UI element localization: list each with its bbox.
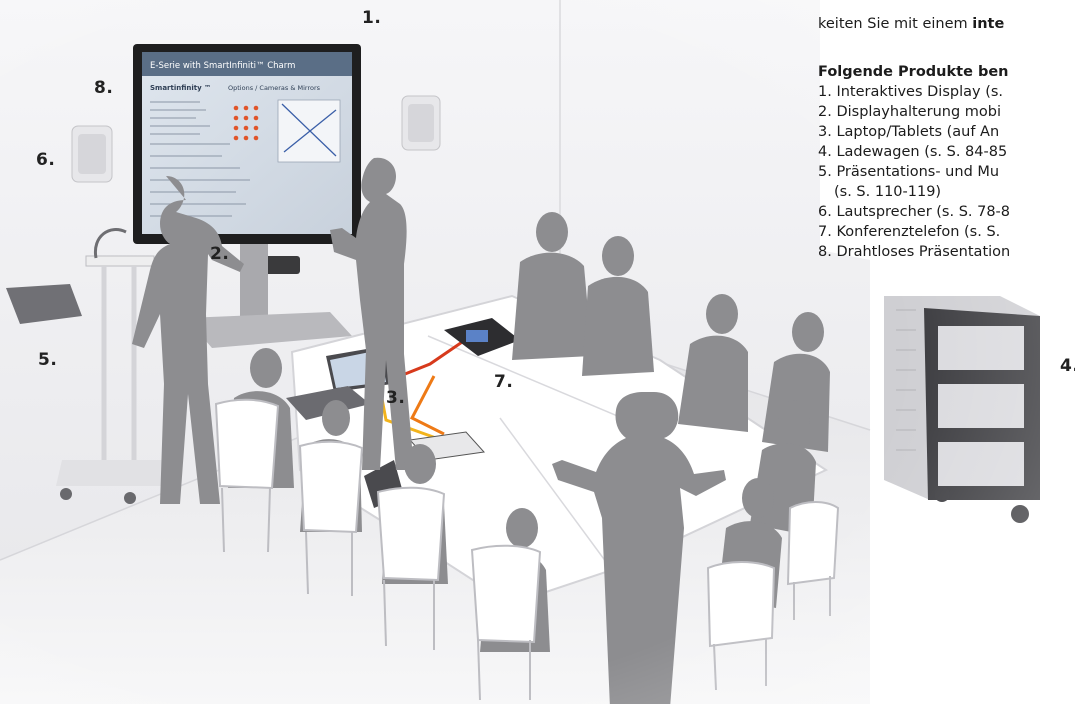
marker-5: 5.	[38, 350, 58, 370]
product-item-3: 3. Laptop/Tablets (auf An	[818, 124, 1000, 140]
product-item-2: 2. Displayhalterung mobi	[818, 104, 1001, 120]
product-item-8: 8. Drahtloses Präsentation	[818, 244, 1011, 260]
intro-text: keiten Sie mit einem	[818, 16, 973, 32]
product-item-7: 7. Konferenztelefon (s. S.	[818, 224, 1001, 240]
marker-3: 3.	[386, 388, 406, 408]
product-item-5: 5. Präsentations- und Mu	[818, 164, 1000, 180]
marker-4: 4.	[1060, 356, 1075, 376]
product-item-4: 4. Ladewagen (s. S. 84-85	[818, 144, 1008, 160]
product-text-column: keiten Sie mit einem inte Folgende Produ…	[818, 0, 1075, 340]
product-item-6: 6. Lautsprecher (s. S. 78-8	[818, 204, 1011, 220]
marker-2: 2.	[210, 244, 230, 264]
intro-bold-text: inte	[972, 16, 1005, 32]
products-heading: Folgende Produkte ben	[818, 64, 1009, 80]
marker-7: 7.	[494, 372, 514, 392]
product-item-1: 1. Interaktives Display (s.	[818, 84, 1004, 100]
marker-1: 1.	[362, 8, 382, 28]
product-item-5-pages: (s. S. 110-119)	[834, 184, 942, 200]
marker-6: 6.	[36, 150, 56, 170]
marker-8: 8.	[94, 78, 114, 98]
intro-line: keiten Sie mit einem inte	[818, 14, 1004, 35]
